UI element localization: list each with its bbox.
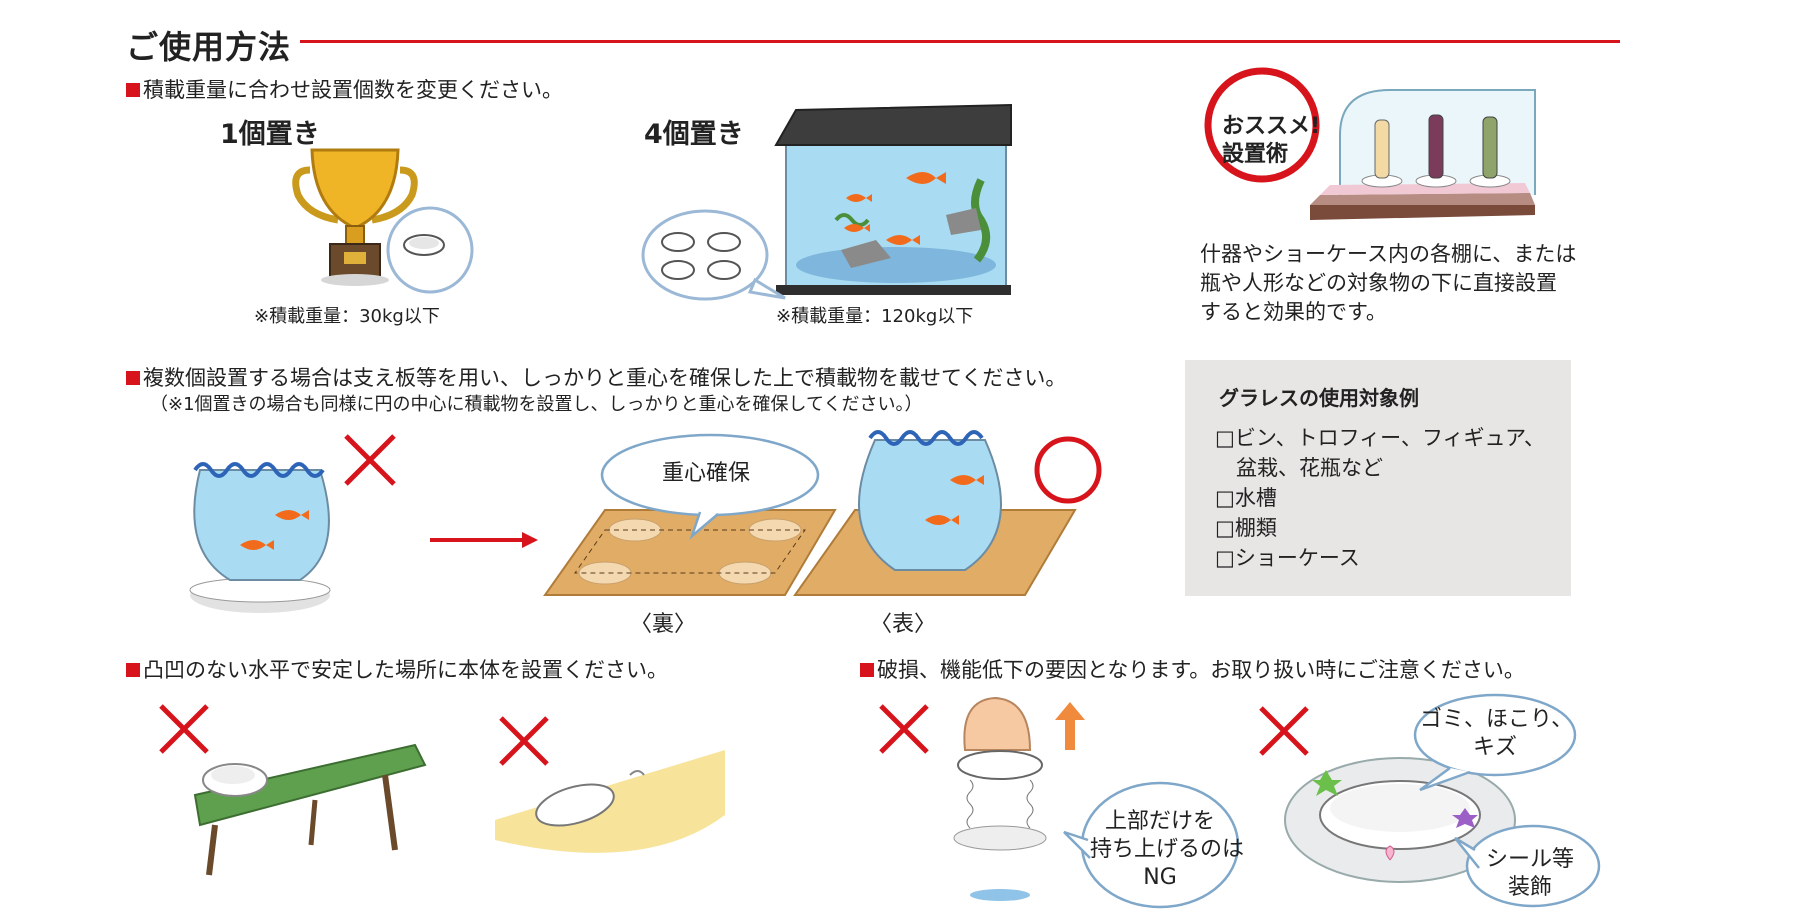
magnifier-bubble: [386, 206, 474, 294]
dust-bubble-line1: ゴミ、ほこり、: [1420, 707, 1574, 732]
trophy-illustration: [292, 148, 418, 286]
usage-targets-box: グラレスの使用対象例 □ビン、トロフィー、フィギュア、 盆栽、花瓶など □水槽 …: [1185, 360, 1571, 596]
section2-subnote: （※1個置きの場合も同様に円の中心に積載物を設置し、しっかりと重心を確保してくだ…: [150, 394, 923, 415]
sticker-bubble-line2: 装飾: [1507, 875, 1552, 900]
ng-lift-bubble-line3: NG: [1143, 865, 1177, 890]
usage-targets-title: グラレスの使用対象例: [1219, 386, 1419, 410]
quad-magnifier-bubble: [641, 209, 786, 301]
recommend-text-line3: すると効果的です。: [1200, 300, 1387, 324]
board-back-illustration: [543, 509, 837, 596]
usage-target-item: □棚類: [1215, 516, 1277, 540]
usage-target-item: □ビン、トロフィー、フィギュア、: [1215, 426, 1546, 450]
ng-lift-bubble-line1: 上部だけを: [1104, 809, 1215, 834]
recommend-badge-line1: おススメ!: [1222, 114, 1321, 139]
center-bubble-text: 重心確保: [662, 461, 751, 486]
section1-heading: 積載重量に合わせ設置個数を変更ください。: [126, 74, 563, 104]
aquarium-illustration: [774, 103, 1012, 295]
ok-circle-icon: [1034, 436, 1102, 504]
center-bubble: [600, 433, 820, 540]
quad-weight-note: ※積載重量：120kg以下: [776, 306, 974, 327]
page-title: ご使用方法: [126, 28, 292, 66]
dust-bubble: [1413, 693, 1577, 792]
arrow-right-icon: [430, 532, 538, 548]
label-back: 〈裏〉: [630, 612, 697, 637]
recommend-badge-line2: 設置術: [1222, 142, 1289, 167]
quad-caption: 4個置き: [644, 119, 744, 150]
usage-target-item: □水槽: [1215, 486, 1277, 510]
red-square-icon: [126, 371, 140, 385]
single-weight-note: ※積載重量：30kg以下: [254, 306, 440, 327]
dirty-unit-illustration: [1284, 757, 1516, 883]
ng-cross-icon: [159, 704, 209, 754]
red-square-icon: [126, 83, 140, 97]
section2-heading: 複数個設置する場合は支え板等を用い、しっかりと重心を確保した上で積載物を載せてく…: [126, 362, 1066, 392]
recommend-text-line2: 瓶や人形などの対象物の下に直接設置: [1200, 271, 1557, 295]
dust-bubble-line2: キズ: [1472, 735, 1517, 760]
recommend-badge-circle: [1204, 67, 1320, 183]
ng-cross-icon: [1259, 706, 1309, 756]
label-front: 〈表〉: [870, 612, 937, 637]
single-caption: 1個置き: [220, 119, 320, 150]
ng-lift-bubble: [1063, 781, 1240, 909]
sticker-bubble: [1454, 824, 1601, 908]
ng-cross-icon: [879, 704, 929, 754]
title-divider: [300, 40, 1620, 43]
ng-lift-bubble-line2: 持ち上げるのは: [1090, 837, 1245, 862]
section4-heading: 破損、機能低下の要因となります。お取り扱い時にご注意ください。: [860, 654, 1525, 684]
tilted-table-illustration: [193, 743, 427, 876]
section3-heading: 凸凹のない水平で安定した場所に本体を設置ください。: [126, 654, 668, 684]
slope-illustration: [495, 750, 725, 853]
recommend-text-line1: 什器やショーケース内の各棚に、または: [1200, 242, 1577, 266]
usage-target-item: □ショーケース: [1215, 546, 1360, 570]
hand-lifting-illustration: [953, 696, 1047, 901]
arrow-up-icon: [1055, 702, 1085, 750]
ng-cross-icon: [344, 434, 396, 486]
showcase-illustration: [1310, 89, 1536, 220]
ng-cross-icon: [499, 716, 549, 766]
board-front-illustration: [793, 430, 1077, 596]
red-square-icon: [126, 663, 140, 677]
tilted-fishbowl-illustration: [189, 462, 331, 613]
sticker-bubble-line1: シール等: [1485, 847, 1574, 872]
red-square-icon: [860, 663, 874, 677]
usage-target-item: 盆栽、花瓶など: [1215, 456, 1383, 480]
